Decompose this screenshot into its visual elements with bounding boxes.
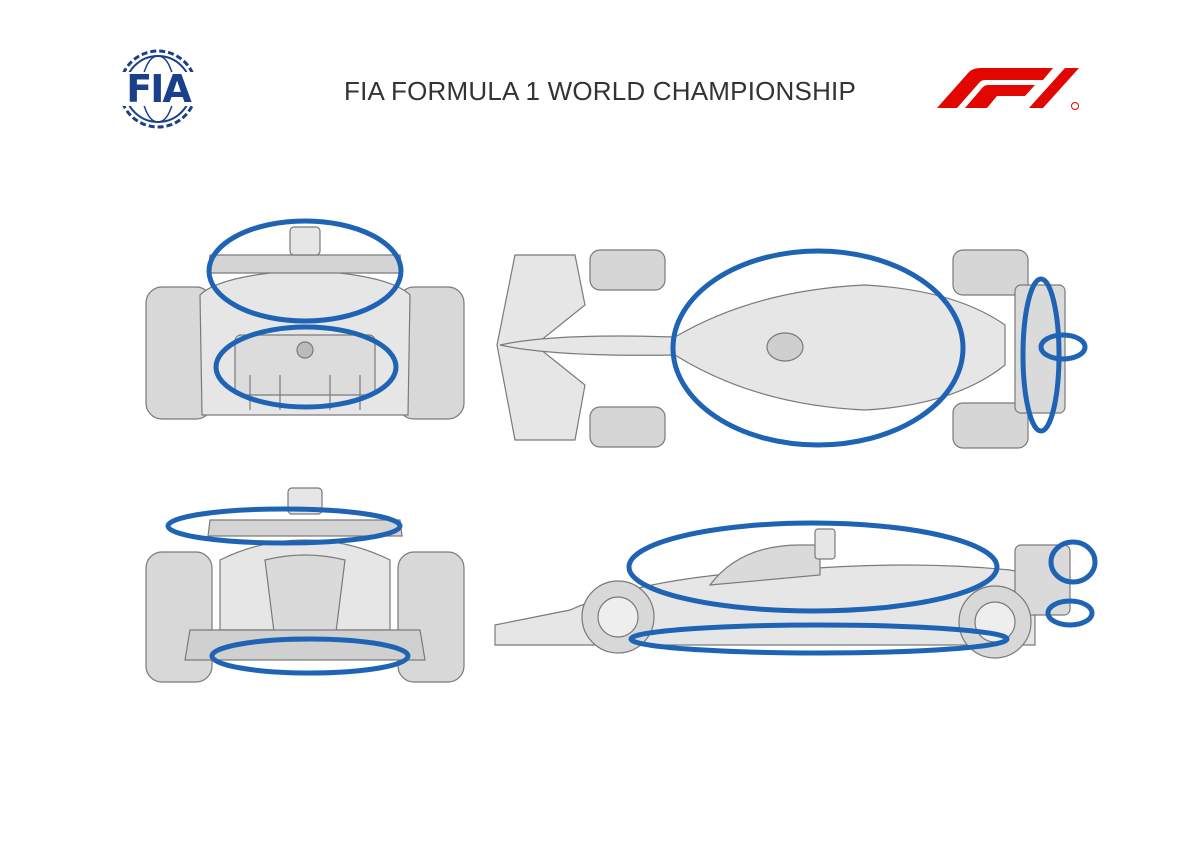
front-highlights [165, 506, 411, 676]
halo-rearwing-front-highlight [165, 506, 403, 546]
front-wing-highlight [209, 636, 411, 676]
top-highlights [670, 248, 1088, 448]
fia-globe-icon [108, 49, 208, 129]
bodywork-highlight [670, 248, 966, 448]
rear-wing-side-highlight [1048, 539, 1098, 585]
top-car-drawing [496, 249, 1066, 449]
front-car-drawing [145, 487, 465, 683]
page-title: FIA FORMULA 1 WORLD CHAMPIONSHIP [343, 76, 857, 106]
floor-side-highlight [628, 622, 1010, 656]
beam-wing-top-highlight [1038, 332, 1088, 362]
rear-highlights [206, 218, 404, 410]
rear-wing-highlight [206, 218, 404, 324]
side-view [490, 515, 1100, 690]
front-view [140, 480, 470, 690]
rear-car-drawing [145, 226, 465, 420]
top-view [495, 245, 1095, 455]
fia-logo: FIA [100, 48, 216, 130]
fia-logo-text: FIA [126, 67, 192, 111]
side-highlights [626, 520, 1098, 656]
header: FIA FIA FORMULA 1 WORLD CHAMPIONSHIP [0, 0, 1200, 150]
rear-wing-top-highlight [1020, 276, 1062, 434]
f1-logo [935, 66, 1085, 112]
f1-logo-icon [937, 68, 1079, 110]
diffuser-highlight [213, 324, 399, 410]
beam-wing-side-highlight [1045, 598, 1095, 628]
sidepod-side-highlight [626, 520, 1000, 614]
rear-view [140, 215, 470, 425]
